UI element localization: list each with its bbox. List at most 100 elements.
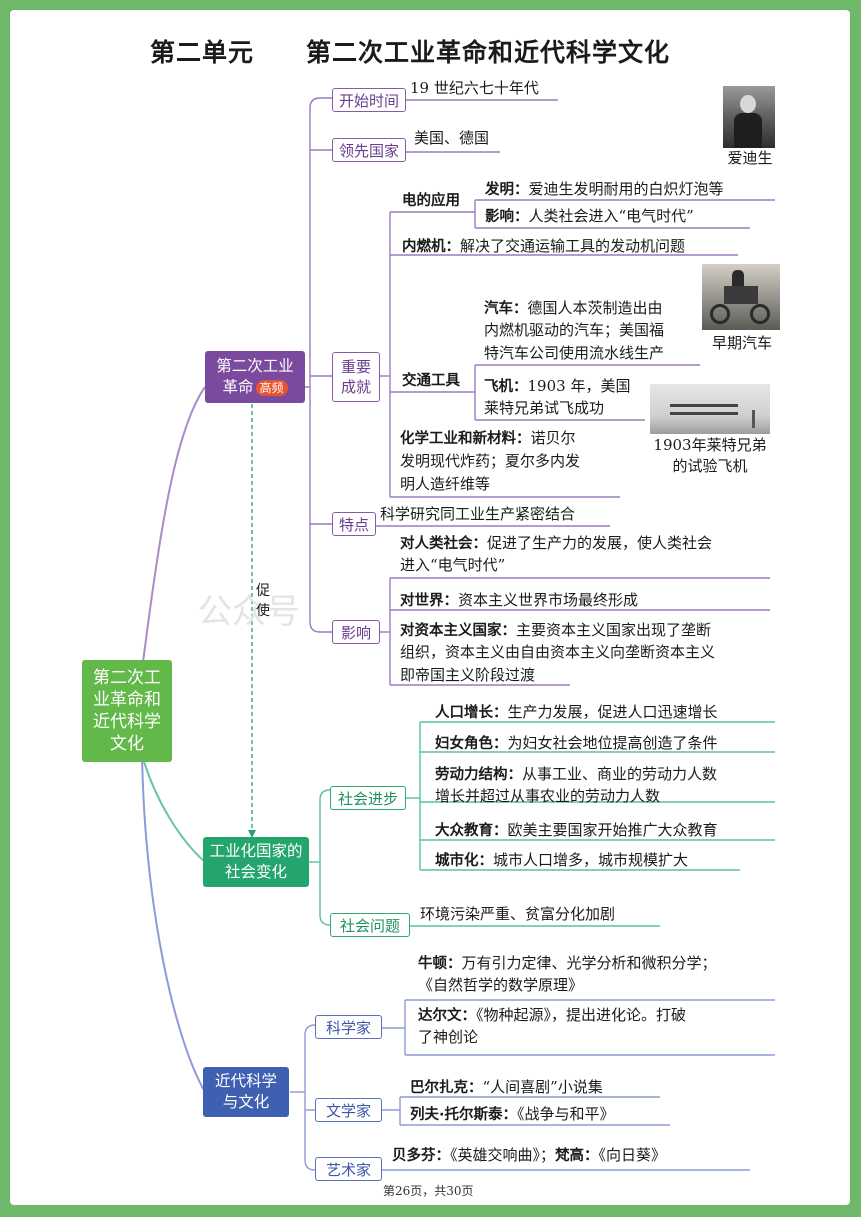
influence-capitalist-line1: 对资本主义国家：主要资本主义国家出现了垄断 (400, 619, 711, 642)
label-artists: 艺术家 (315, 1157, 382, 1181)
branch-social-change: 工业化国家的社会变化 (203, 837, 309, 887)
plane-line1: 飞机：1903 年，美国 (484, 375, 630, 398)
urbanization-key: 城市化： (435, 853, 493, 869)
electric-impact-key: 影响： (485, 209, 529, 225)
women-key: 妇女角色： (435, 736, 508, 752)
label-leading-countries: 领先国家 (332, 138, 406, 162)
population-key: 人口增长： (435, 705, 508, 721)
newton-key: 牛顿： (418, 956, 462, 972)
car-key: 汽车： (484, 301, 528, 317)
transport-label: 交通工具 (402, 373, 460, 389)
electric-invention-value: 爱迪生发明耐用的白炽灯泡等 (528, 180, 724, 198)
car-line1: 汽车：德国人本茨制造出由 (484, 297, 663, 320)
label-influence: 影响 (332, 620, 380, 644)
influence-capitalist-key: 对资本主义国家： (400, 623, 516, 639)
social-problems-text: 环境污染严重、贫富分化加剧 (420, 905, 616, 923)
population-value: 生产力发展，促进人口迅速增长 (507, 703, 718, 721)
vangogh-value: 《向日葵》 (598, 1146, 667, 1164)
balzac-key: 巴尔扎克： (410, 1080, 483, 1096)
influence-capitalist-text-3: 即帝国主义阶段过渡 (400, 666, 536, 684)
darwin-line1: 达尔文：《物种起源》，提出进化论。打破 (418, 1004, 686, 1027)
wright-plane-caption-2: 的试验飞机 (672, 457, 748, 475)
darwin-key: 达尔文： (418, 1008, 476, 1024)
promote-text: 促使 (256, 583, 270, 619)
influence-society-key: 对人类社会： (400, 536, 487, 552)
combustion-engine: 内燃机：解决了交通运输工具的发动机问题 (402, 235, 685, 258)
plane-text-1: 1903 年，美国 (527, 377, 631, 395)
label-scientists: 科学家 (315, 1015, 382, 1039)
watermark: 公众号 (198, 592, 300, 632)
page-sheet: 第二单元 第二次工业革命和近代科学文化 公众号 第二次工业革命和近代科学文化 第… (10, 10, 850, 1205)
plane-text-2: 莱特兄弟试飞成功 (484, 399, 605, 417)
mass-education: 大众教育：欧美主要国家开始推广大众教育 (435, 819, 718, 842)
wright-plane-caption-1: 1903年莱特兄弟 (653, 436, 767, 454)
artists-text: 贝多芬：《英雄交响曲》；梵高：《向日葵》 (392, 1144, 666, 1167)
urbanization: 城市化：城市人口增多，城市规模扩大 (435, 849, 688, 872)
women-value: 为妇女社会地位提高创造了条件 (507, 734, 718, 752)
mindmap-connectors (141, 97, 775, 1171)
chemical-text-3: 明人造纤维等 (400, 475, 491, 493)
root-node: 第二次工业革命和近代科学文化 (82, 660, 172, 762)
newton-text-2: 《自然哲学的数学原理》 (418, 976, 584, 994)
education-value: 欧美主要国家开始推广大众教育 (507, 821, 718, 839)
influence-society-text-1: 促进了生产力的发展，使人类社会 (487, 534, 713, 552)
balzac-value: “人间喜剧”小说集 (482, 1078, 603, 1096)
labor-key: 劳动力结构： (435, 767, 522, 783)
label-start-time: 开始时间 (332, 88, 406, 112)
edison-photo (723, 86, 775, 148)
labor-value-1: 从事工业、商业的劳动力人数 (522, 765, 718, 783)
engine-key: 内燃机： (402, 239, 460, 255)
branch2-label: 工业化国家的社会变化 (209, 842, 303, 881)
influence-society-text-2: 进入“电气时代” (400, 556, 506, 574)
branch1-label: 第二次工业革命 (216, 357, 294, 396)
labor-structure-line1: 劳动力结构：从事工业、商业的劳动力人数 (435, 763, 717, 786)
leading-countries-text: 美国、德国 (414, 129, 490, 147)
beethoven-value: 《英雄交响曲》； (450, 1146, 556, 1164)
car-text-1: 德国人本茨制造出由 (527, 299, 663, 317)
influence-capitalist-text-1: 主要资本主义国家出现了垄断 (516, 621, 712, 639)
vangogh-key: 梵高： (555, 1148, 599, 1164)
electric-invention: 发明：爱迪生发明耐用的白炽灯泡等 (485, 178, 724, 201)
darwin-text-2: 了神创论 (418, 1028, 479, 1046)
chemical-text-1: 诺贝尔 (530, 429, 576, 447)
page-footer: 第26页，共30页 (383, 1184, 474, 1198)
electric-impact-value: 人类社会进入“电气时代” (528, 207, 694, 225)
education-key: 大众教育： (435, 823, 508, 839)
page-title: 第二单元 第二次工业革命和近代科学文化 (150, 38, 671, 67)
engine-value: 解决了交通运输工具的发动机问题 (460, 237, 686, 255)
wright-plane-photo (650, 384, 770, 434)
chemical-text-2: 发明现代炸药；夏尔多内发 (400, 452, 581, 470)
tolstoy-value: 《战争与和平》 (517, 1105, 615, 1123)
wright-plane-caption: 1903年莱特兄弟 的试验飞机 (640, 435, 780, 477)
tolstoy-key: 列夫·托尔斯泰： (410, 1107, 518, 1123)
branch3-label: 近代科学与文化 (214, 1072, 277, 1111)
frequency-badge: 高频 (255, 380, 288, 397)
newton-text-1: 万有引力定律、光学分析和微积分学； (461, 954, 717, 972)
influence-world-text: 资本主义世界市场最终形成 (458, 591, 639, 609)
start-time-text: 19 世纪六七十年代 (410, 79, 539, 97)
influence-capitalist-text-2: 组织，资本主义由自由资本主义向垄断资本主义 (400, 643, 716, 661)
label-feature: 特点 (332, 512, 376, 536)
chemical-line1: 化学工业和新材料：诺贝尔 (400, 427, 576, 450)
newton-line1: 牛顿：万有引力定律、光学分析和微积分学； (418, 952, 717, 975)
influence-world-key: 对世界： (400, 593, 458, 609)
labor-value-2: 增长并超过从事农业的劳动力人数 (435, 787, 661, 805)
edison-caption: 爱迪生 (727, 149, 773, 167)
early-car-photo (702, 264, 780, 330)
influence-world: 对世界：资本主义世界市场最终形成 (400, 589, 638, 612)
electric-invention-key: 发明： (485, 182, 529, 198)
branch-industrial-revolution: 第二次工业革命高频 (205, 351, 305, 403)
root-label: 第二次工业革命和近代科学文化 (93, 667, 161, 755)
promote-label: 促使 (256, 582, 272, 621)
beethoven-key: 贝多芬： (392, 1148, 450, 1164)
chemical-key: 化学工业和新材料： (400, 431, 531, 447)
darwin-text-1: 《物种起源》，提出进化论。打破 (476, 1006, 687, 1024)
feature-text: 科学研究同工业生产紧密结合 (380, 505, 576, 523)
branch1-label-line: 第二次工业革命高频 (209, 356, 301, 398)
urbanization-value: 城市人口增多，城市规模扩大 (493, 851, 689, 869)
car-text-2: 内燃机驱动的汽车；美国福 (484, 321, 665, 339)
car-text-3: 特汽车公司使用流水线生产 (484, 344, 665, 362)
achievements-text: 重要成就 (340, 357, 371, 396)
branch-science-culture: 近代科学与文化 (203, 1067, 289, 1117)
tolstoy: 列夫·托尔斯泰：《战争与和平》 (410, 1103, 615, 1126)
